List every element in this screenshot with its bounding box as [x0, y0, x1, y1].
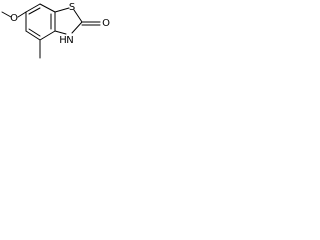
ring-double-bond-c2-c1 [28, 28, 41, 37]
carbonyl-oxygen-label: O [102, 18, 110, 29]
sulfur-label: S [69, 2, 75, 13]
nitrogen-hydrogen-label: H [59, 35, 67, 46]
nitrogen-to-ring-bond [54, 30, 67, 35]
carbon-to-nitrogen-bond [71, 21, 83, 34]
oxygen-to-ring-bond [17, 11, 27, 18]
nitrogen-label: N [66, 35, 73, 46]
ring-bond-c3-c2 [39, 30, 56, 41]
ring-bond-c2-c1 [25, 30, 41, 41]
methoxy-oxygen-label: O [10, 13, 18, 24]
ring-bond-c6-c5 [25, 3, 41, 13]
ring-to-sulfur-bond [54, 7, 70, 13]
molecule-structure-diagram: O S O H N [1, 2, 110, 59]
methyl-to-oxygen-bond [1, 11, 12, 18]
ring-bond-c5-c4 [39, 3, 56, 13]
ring-double-bond-c6-c5 [28, 7, 41, 15]
sulfur-to-carbon-bond [73, 9, 83, 23]
